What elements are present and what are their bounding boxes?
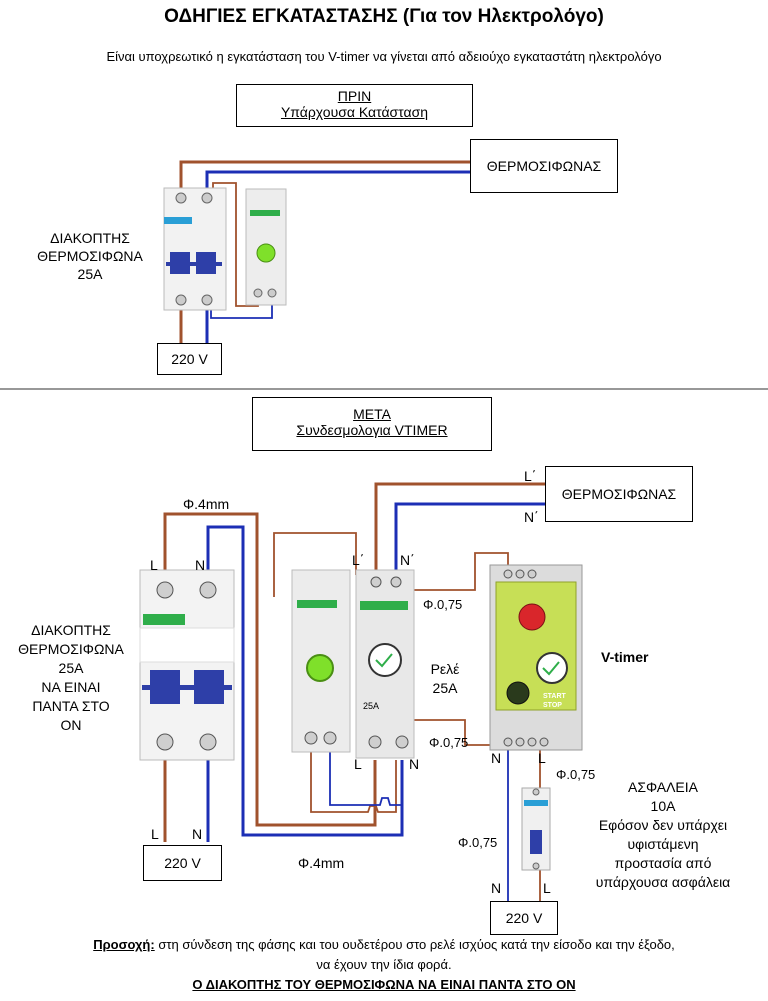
before-subtitle: Υπάρχουσα Κατάσταση — [280, 104, 429, 120]
heater-n-prime: N΄ — [524, 509, 539, 525]
power-relay — [355, 569, 415, 759]
before-indicator-lamp — [245, 188, 287, 306]
vtimer-label: V-timer — [601, 649, 649, 665]
after-subtitle: Συνδεσμολογια VTIMER — [296, 422, 448, 438]
fuse-n: N — [491, 880, 502, 896]
before-switch-label: ΔΙΑΚΟΠΤΗΣ ΘΕΡΜΟΣΙΦΩΝΑ 25A — [28, 229, 152, 283]
fuse-label-line1: ΑΣΦΑΛΕΙΑ — [627, 779, 698, 795]
fuse-label-line4: υφιστάμενη — [627, 836, 699, 852]
vtimer-n: N — [491, 750, 502, 766]
before-neutral-wire-lamp — [210, 296, 273, 319]
after-switch-label-line6: ON — [60, 717, 82, 733]
wire-size-bottom: Φ.4mm — [298, 855, 345, 871]
after-switch-label-line4: ΝΑ ΕΙΝΑΙ — [41, 679, 101, 695]
fuse-l: L — [543, 880, 551, 896]
fuse-label-line2: 10A — [650, 798, 676, 814]
after-phase-wire-heater — [374, 482, 545, 570]
relay-label-line1: Ρελέ — [430, 661, 460, 677]
before-switch-label-line1: ΔΙΑΚΟΠΤΗΣ — [50, 230, 130, 246]
relay-label: Ρελέ 25A — [420, 660, 470, 698]
footer-note-line2: να έχουν την ίδια φορά. — [316, 957, 452, 972]
after-neutral-wire-f4mm — [206, 525, 404, 837]
vtimer-control-wire-a1 — [392, 552, 509, 591]
before-title: ΠΡΙΝ — [337, 88, 372, 104]
fuse-label-line6: υπάρχουσα ασφάλεια — [595, 874, 731, 890]
after-switch-label-line3: 25A — [58, 660, 84, 676]
fuse-supply-label: 220 V — [505, 910, 543, 926]
relay-n-prime: N΄ — [400, 552, 415, 568]
fuse-label-line5: προστασία από — [614, 855, 712, 871]
after-switch-n: N — [195, 557, 206, 573]
relay-n: N — [409, 756, 420, 772]
footer-note-line1: Προσοχή: στη σύνδεση της φάσης και του ο… — [0, 937, 768, 952]
footer-note-text: στη σύνδεση της φάσης και του ουδετέρου … — [154, 937, 675, 952]
fuse-supply-box: 220 V — [490, 901, 558, 935]
after-phase-wire-f4mm — [163, 512, 377, 827]
wire-size-075-a: Φ.0,75 — [423, 597, 463, 612]
after-switch-label: ΔΙΑΚΟΠΤΗΣ ΘΕΡΜΟΣΙΦΩΝΑ 25A ΝΑ ΕΙΝΑΙ ΠΑΝΤΑ… — [6, 621, 136, 735]
after-neutral-wire-lamp-bottom — [329, 745, 402, 806]
before-heater-label: ΘΕΡΜΟΣΙΦΩΝΑΣ — [486, 158, 602, 174]
before-switch-label-line3: 25A — [77, 266, 103, 282]
footer-warning: Ο ΔΙΑΚΟΠΤΗΣ ΤΟΥ ΘΕΡΜΟΣΙΦΩΝΑ ΝΑ ΕΙΝΑΙ ΠΑΝ… — [192, 977, 576, 992]
after-indicator-lamp — [291, 569, 351, 753]
relay-l-prime: L΄ — [352, 552, 365, 568]
before-breaker — [163, 187, 227, 311]
wire-size-top: Φ.4mm — [183, 496, 230, 512]
relay-l: L — [354, 756, 362, 772]
after-switch-label-line5: ΠΑΝΤΑ ΣΤΟ — [32, 698, 110, 714]
vtimer-control-wire-a2 — [396, 719, 512, 746]
supply-n: N — [192, 826, 203, 842]
relay-rating-text: 25A — [363, 701, 379, 711]
heater-l-prime: L΄ — [524, 468, 537, 484]
before-supply-label: 220 V — [171, 351, 208, 367]
after-switch-l: L — [150, 557, 158, 573]
vtimer-device — [489, 564, 583, 751]
before-supply-box: 220 V — [157, 343, 222, 375]
vtimer-start-text: START — [543, 693, 567, 700]
after-neutral-wire-heater — [394, 502, 545, 570]
after-switch-label-line2: ΘΕΡΜΟΣΙΦΩΝΑ — [18, 641, 124, 657]
fuse-label: ΑΣΦΑΛΕΙΑ 10A Εφόσον δεν υπάρχει υφιστάμε… — [583, 778, 743, 892]
wire-size-075-b: Φ.0,75 — [429, 735, 469, 750]
wire-size-075-c: Φ.0,75 — [556, 767, 596, 782]
after-breaker — [139, 569, 235, 761]
after-supply-label: 220 V — [164, 855, 201, 871]
after-heater-label: ΘΕΡΜΟΣΙΦΩΝΑΣ — [561, 486, 677, 502]
after-title-box: ΜΕΤΑ Συνδεσμολογια VTIMER — [252, 397, 492, 451]
before-heater-box: ΘΕΡΜΟΣΙΦΩΝΑΣ — [470, 139, 618, 193]
before-switch-label-line2: ΘΕΡΜΟΣΙΦΩΝΑ — [37, 248, 143, 264]
after-phase-wire-lamp — [273, 532, 357, 597]
supply-l: L — [151, 826, 159, 842]
after-title: ΜΕΤΑ — [353, 406, 391, 422]
page-title: ΟΔΗΓΙΕΣ ΕΓΚΑΤΑΣΤΑΣΗΣ (Για τον Ηλεκτρολόγ… — [164, 6, 604, 27]
before-title-box: ΠΡΙΝ Υπάρχουσα Κατάσταση — [236, 84, 473, 127]
vtimer-l: L — [538, 750, 546, 766]
after-phase-wire-lamp-bottom — [310, 745, 397, 813]
after-supply-box: 220 V — [143, 845, 222, 881]
page-subtitle: Είναι υποχρεωτικό η εγκατάσταση του V-ti… — [106, 49, 662, 64]
after-heater-box: ΘΕΡΜΟΣΙΦΩΝΑΣ — [545, 466, 693, 522]
wire-size-075-d: Φ.0,75 — [458, 835, 498, 850]
fuse-10a — [521, 787, 551, 871]
fuse-label-line3: Εφόσον δεν υπάρχει — [598, 817, 728, 833]
relay-label-line2: 25A — [432, 680, 458, 696]
footer-note-prefix: Προσοχή: — [93, 937, 155, 952]
vtimer-stop-text: STOP — [543, 702, 562, 709]
after-switch-label-line1: ΔΙΑΚΟΠΤΗΣ — [31, 622, 111, 638]
